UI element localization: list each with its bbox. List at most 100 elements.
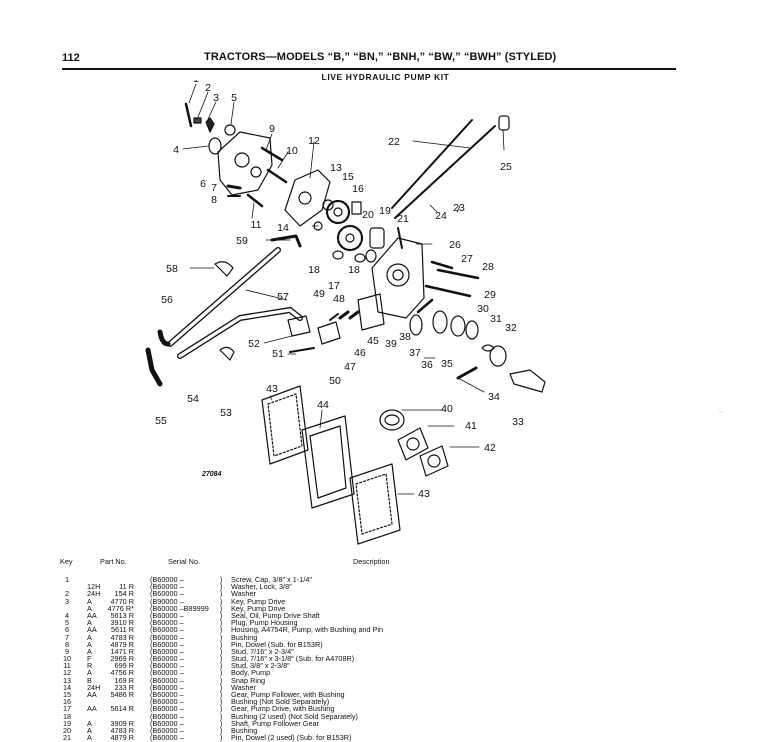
row-serial: (B60000 – [150, 725, 184, 735]
callout-27: 27 [461, 253, 473, 265]
row-prefix: A [87, 733, 92, 742]
row-serial-close: ) [220, 711, 223, 721]
callout-41: 41 [465, 420, 477, 432]
row-serial-close: ) [220, 603, 223, 613]
row-part-number: 699 R [114, 661, 134, 671]
callout-22: 22 [388, 136, 400, 148]
row-serial: (B60000 – [150, 654, 184, 664]
row-key: 11 [63, 661, 71, 671]
cap-screw [184, 102, 193, 128]
callout-57: 57 [277, 291, 289, 303]
row-key: 20 [62, 725, 72, 735]
ring-35 [432, 310, 448, 334]
row-serial-close: ) [220, 697, 223, 707]
row-serial-close: ) [220, 646, 223, 656]
row-serial: (B60000 – [150, 618, 184, 628]
row-part-number: 5614 R [110, 704, 134, 714]
callout-7: 7 [211, 182, 217, 194]
callout-14: 14 [277, 222, 289, 234]
row-key: 15 [62, 690, 72, 699]
callout-37: 37 [409, 347, 421, 359]
row-serial: (B60000 – [150, 575, 184, 584]
callout-51: 51 [272, 348, 284, 360]
row-part-number: 2969 R [110, 654, 134, 664]
row-part-number: 4776 R* [107, 603, 134, 613]
col-header-key: Key [60, 557, 73, 566]
row-prefix: 24H [87, 682, 101, 692]
cap-32 [489, 345, 507, 367]
bushing-20 [365, 249, 377, 263]
callout-18a: 18 [308, 264, 320, 276]
row-part-number: 4770 R [110, 596, 134, 606]
row-prefix: A [87, 718, 92, 728]
bushing-18 [332, 250, 344, 260]
row-description: Snap Ring [231, 675, 266, 685]
callout-38: 38 [399, 331, 411, 343]
row-serial-close: ) [220, 704, 223, 714]
row-prefix: B [87, 675, 92, 685]
row-serial-close: ) [220, 589, 223, 599]
row-prefix: 24H [87, 589, 101, 599]
row-part-number: 11 R [119, 582, 134, 592]
callout-45: 45 [367, 335, 379, 347]
ring-40 [379, 409, 405, 431]
stud-10 [266, 168, 288, 184]
pump-body [284, 169, 331, 227]
row-description: Body, Pump [231, 668, 271, 678]
row-serial-close: ) [220, 575, 223, 584]
row-description: Washer [231, 589, 256, 599]
row-part-number: 3910 R [110, 618, 134, 628]
washer-48 [329, 313, 339, 321]
row-description: Seal, Oil, Pump Drive Shaft [231, 610, 320, 620]
row-prefix: A [87, 646, 92, 656]
elbow-50 [317, 321, 341, 345]
row-prefix: A [87, 725, 92, 735]
callout-39: 39 [385, 338, 397, 350]
row-key: 5 [64, 618, 70, 628]
callout-42: 42 [484, 442, 496, 454]
callout-21: 21 [397, 213, 409, 225]
row-serial: (B60000 – [150, 668, 184, 678]
row-serial-close: ) [220, 625, 223, 635]
row-key: 14 [62, 682, 72, 692]
stud-11 [246, 193, 264, 208]
row-key: 4 [64, 610, 70, 620]
scan-mark: ·, [718, 407, 723, 414]
drive-gear [336, 224, 364, 252]
callout-53: 53 [220, 407, 232, 419]
row-serial-close: ) [220, 690, 223, 699]
bushing-16 [351, 201, 362, 215]
row-description: Shaft, Pump Follower Gear [231, 718, 320, 728]
row-key: 1 [64, 575, 70, 584]
row-key: 16 [62, 697, 72, 707]
row-prefix: A [87, 632, 92, 642]
row-prefix: AA [87, 704, 97, 714]
callout-36: 36 [421, 359, 433, 371]
shaft-follower-gear [369, 227, 385, 249]
callout-13: 13 [330, 162, 342, 174]
coupling-52 [287, 315, 311, 337]
row-part-number: 154 R [114, 589, 134, 599]
row-key: 21 [62, 733, 72, 742]
clip-58 [214, 261, 234, 277]
callout-19: 19 [379, 205, 391, 217]
callout-4: 4 [173, 144, 179, 156]
row-prefix: A [87, 668, 92, 678]
row-serial-close: ) [220, 632, 223, 642]
row-serial: (B60000 –B89999 [150, 603, 209, 613]
elbow-59 [270, 234, 302, 248]
gasket-43-lower [349, 463, 401, 545]
callout-54: 54 [187, 393, 199, 405]
row-description: Stud, 7/16″ x 2-3/4″ [231, 646, 294, 656]
row-key: 2 [64, 589, 70, 599]
callout-15: 15 [342, 171, 354, 183]
row-serial: (B60000 – [150, 646, 184, 656]
row-key: 13 [62, 675, 72, 685]
callout-55: 55 [155, 415, 167, 427]
stud-9 [260, 146, 284, 162]
row-serial-close: ) [220, 668, 223, 678]
callout-43a: 43 [266, 383, 278, 395]
pump-housing [217, 131, 273, 196]
plug-pump-housing [224, 124, 236, 136]
figure-number: 27084 [202, 471, 222, 478]
